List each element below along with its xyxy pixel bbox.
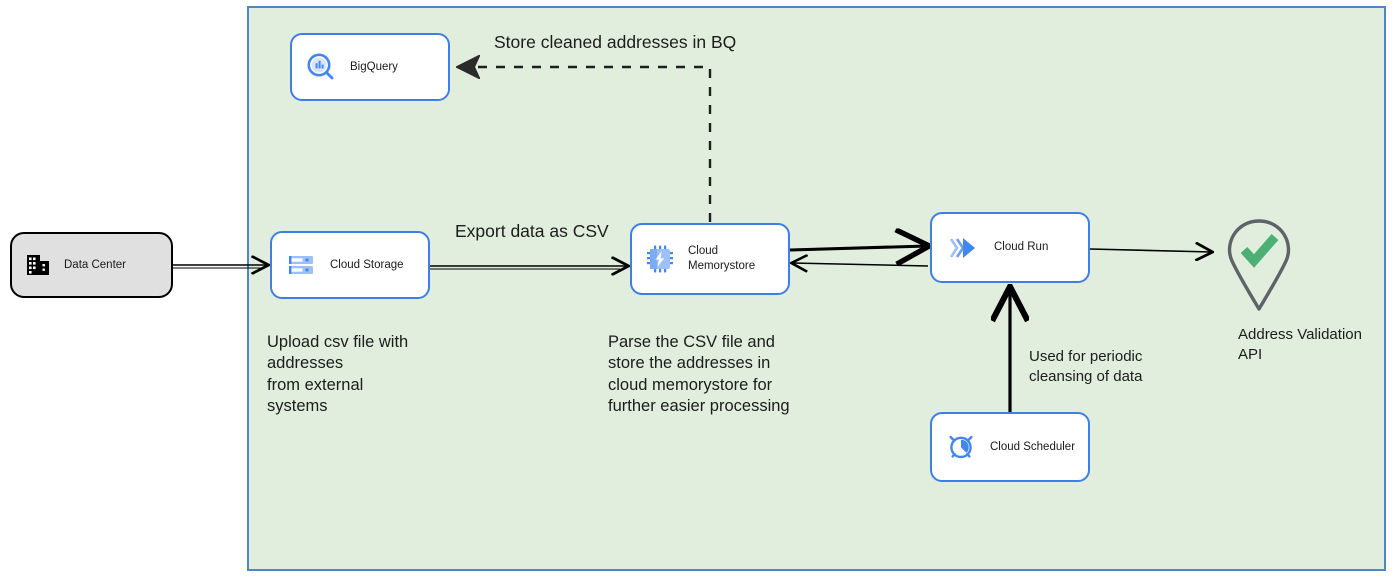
cloud-storage-icon — [272, 251, 330, 279]
edge-label-periodic-cleansing: Used for periodic cleansing of data — [1029, 348, 1143, 385]
cloud-scheduler-icon — [932, 432, 990, 462]
cloud-run-icon — [932, 234, 994, 262]
edge-label-store-in-bq: Store cleaned addresses in BQ — [494, 32, 737, 52]
node-label-cloud-storage: Cloud Storage — [330, 258, 404, 271]
node-label-bigquery: BigQuery — [350, 60, 398, 73]
annotation-upload: Upload csv file with addresses from exte… — [267, 333, 409, 416]
node-cloud-run[interactable]: Cloud Run — [930, 212, 1090, 283]
building-icon — [12, 252, 64, 278]
node-bigquery[interactable]: BigQuery — [290, 33, 450, 101]
edge-datacenter-to-storage — [173, 265, 268, 268]
edge-memorystore-to-cloudrun — [789, 246, 928, 250]
memorystore-icon — [632, 244, 688, 274]
node-cloud-storage[interactable]: Cloud Storage — [270, 231, 430, 299]
edge-storage-to-memorystore — [430, 266, 628, 269]
node-label-cloud-memorystore: Cloud Memorystore — [688, 245, 756, 272]
node-label-cloud-run: Cloud Run — [994, 241, 1049, 254]
node-data-center[interactable]: Data Center — [10, 232, 173, 298]
edge-memorystore-to-bigquery — [458, 67, 712, 222]
node-cloud-memorystore[interactable]: Cloud Memorystore — [630, 223, 790, 295]
node-label-cloud-scheduler: Cloud Scheduler — [990, 440, 1076, 453]
map-pin-check-icon — [1227, 219, 1291, 311]
node-label-address-validation-api: Address Validation API — [1238, 326, 1362, 363]
edge-label-export-csv: Export data as CSV — [455, 221, 609, 241]
node-label-data-center: Data Center — [64, 258, 127, 271]
bigquery-icon — [292, 52, 350, 82]
node-cloud-scheduler[interactable]: Cloud Scheduler — [930, 412, 1090, 482]
edge-cloudrun-to-addressapi — [1089, 249, 1212, 252]
node-address-validation-api[interactable] — [1216, 208, 1302, 312]
edge-cloudrun-to-memorystore — [792, 263, 929, 266]
annotation-parse: Parse the CSV file and store the address… — [608, 333, 790, 416]
